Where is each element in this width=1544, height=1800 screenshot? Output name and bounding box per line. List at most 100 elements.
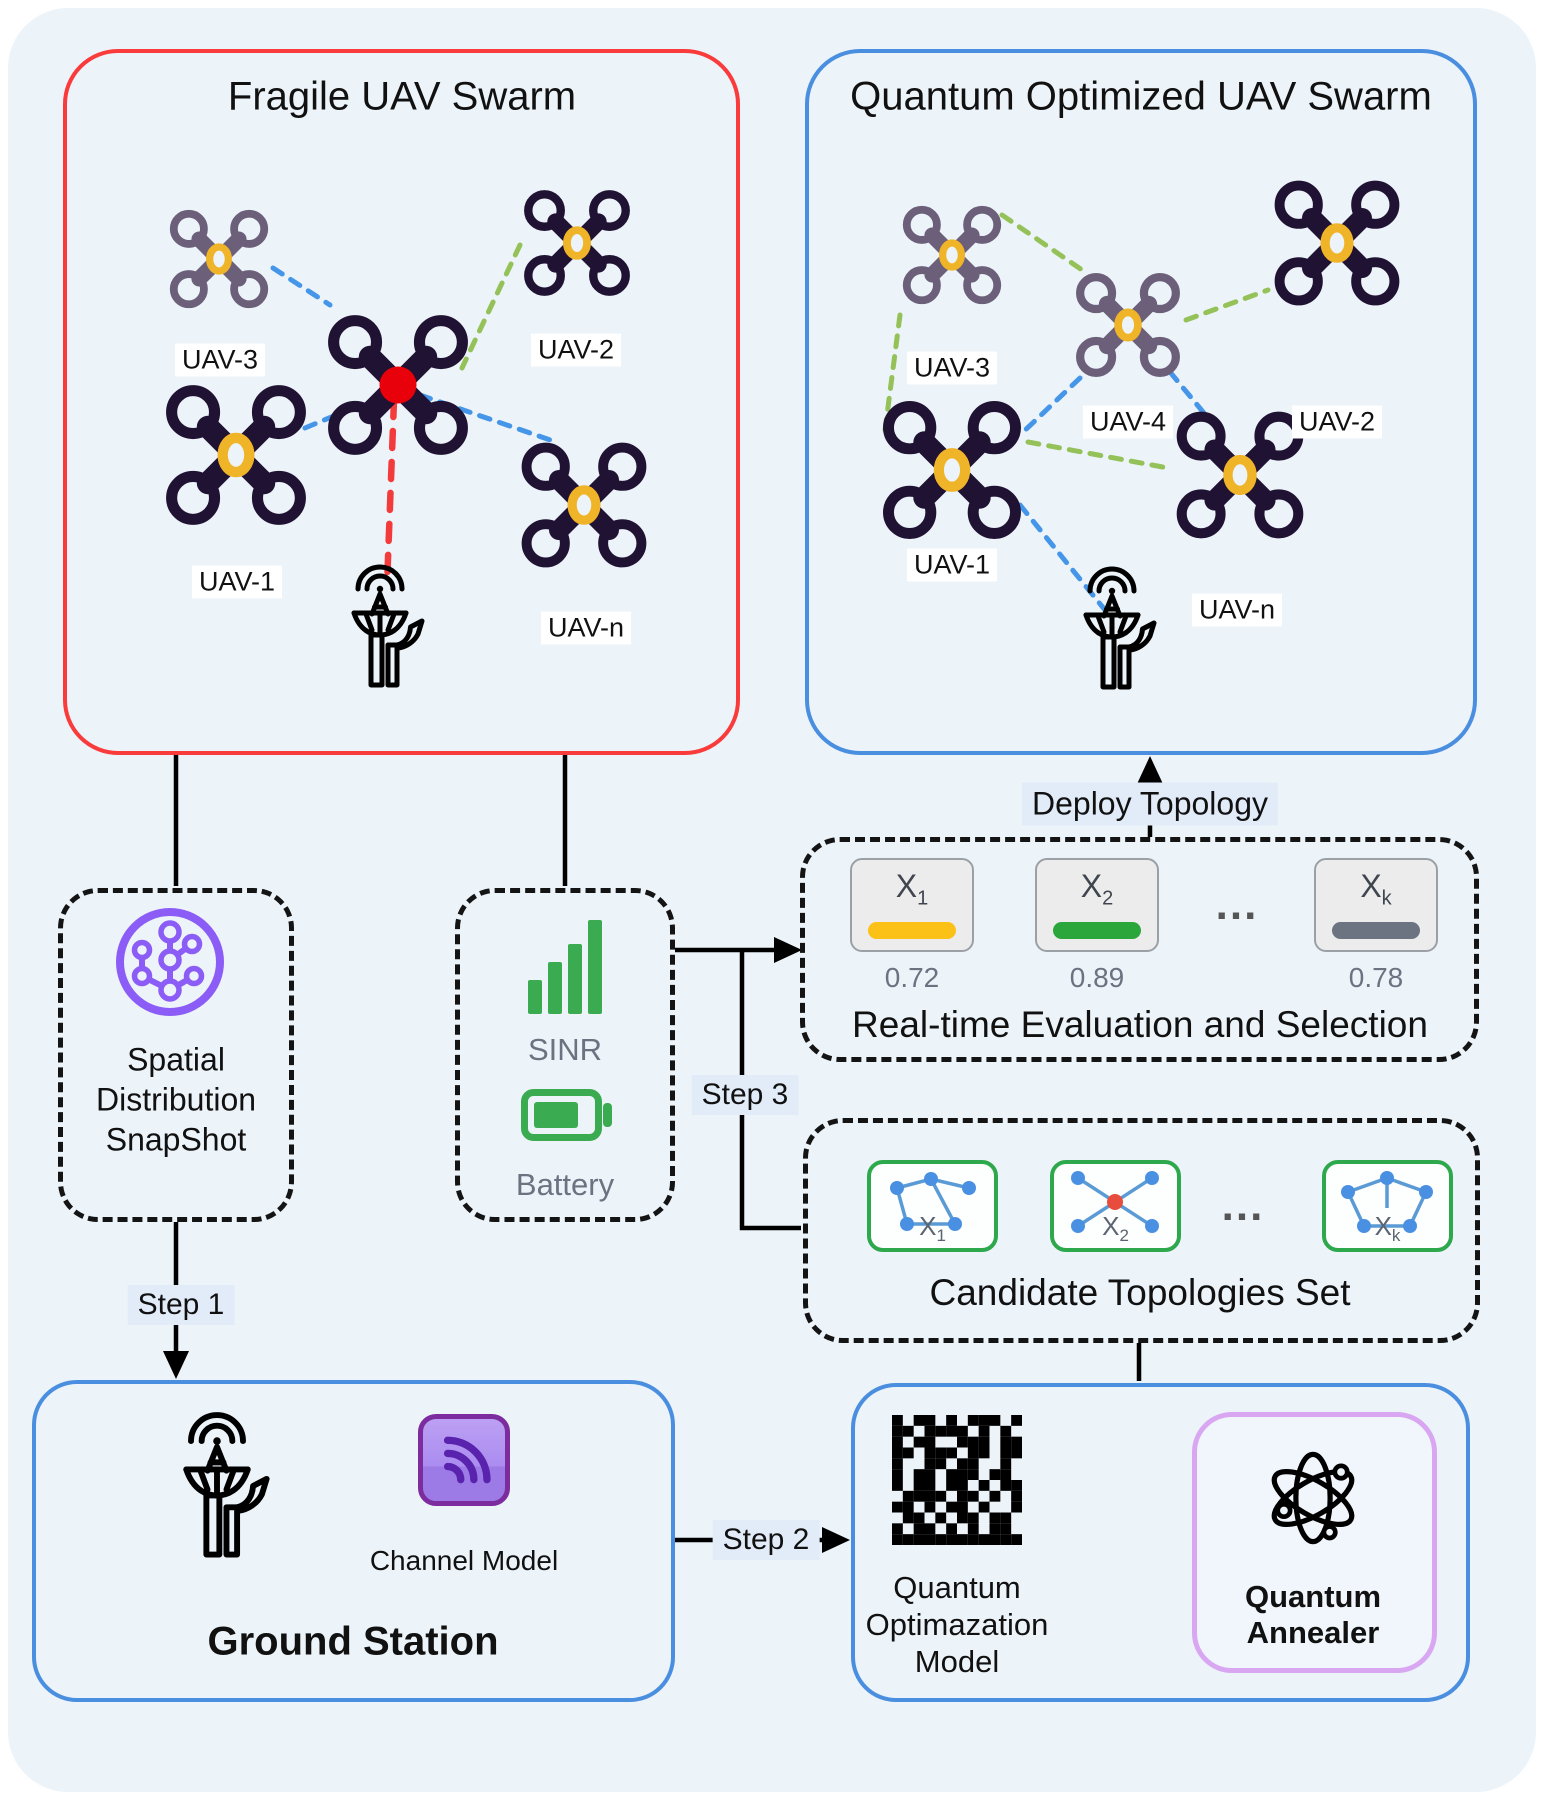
link-uav1-center: [302, 407, 351, 431]
x1-value: 0.72: [884, 962, 940, 993]
uav-3-label: UAV-3: [174, 343, 266, 377]
x1-score-bar: [868, 922, 956, 939]
annealer-line-1: Quantum: [1244, 1579, 1382, 1614]
opt-uav-1-icon: [879, 397, 1025, 543]
ground-station-box: [32, 1380, 675, 1702]
topology-graph-x1: [890, 1172, 976, 1231]
evaluation-ellipsis: ...: [1215, 880, 1259, 929]
spatial-line-2: Distribution: [95, 1081, 257, 1118]
link-uav1-uavn: [1025, 439, 1171, 471]
cand-x2-sub: 2: [1119, 1226, 1129, 1245]
step2-label: Step 2: [712, 1520, 820, 1560]
opt-uav-n-icon: [1173, 408, 1307, 542]
cand-xk-label: X: [1374, 1210, 1392, 1241]
sinr-battery-box: [455, 888, 675, 1222]
evaluation-card-x1: X1: [850, 858, 974, 952]
spatial-line-1: Spatial: [127, 1041, 225, 1078]
sinr-label: SINR: [527, 1032, 603, 1067]
link-uav4-uav2: [1183, 287, 1271, 323]
link-uav4-uav1: [1017, 375, 1083, 438]
battery-icon: [521, 1089, 612, 1141]
evaluation-card-x2: X2: [1035, 858, 1159, 952]
evaluation-card-xk: Xk: [1314, 858, 1438, 952]
x2-score-bar: [1053, 922, 1141, 939]
candidates-title: Candidate Topologies Set: [929, 1272, 1351, 1313]
evaluation-box: [800, 837, 1479, 1062]
opt-uav-4-label: UAV-4: [1082, 405, 1174, 439]
qubo-matrix-icon: [892, 1415, 1022, 1545]
optimized-swarm-box: [805, 49, 1477, 755]
fragile-swarm-box: [63, 49, 740, 755]
uav-n-icon: [518, 439, 650, 571]
arrowhead-step1: [163, 1351, 189, 1379]
x2-label: X: [1080, 868, 1103, 904]
arrowhead-step2: [822, 1527, 850, 1553]
uav-2-label: UAV-2: [530, 333, 622, 367]
opt-ground-antenna-icon: [1062, 563, 1162, 695]
battery-label: Battery: [515, 1167, 615, 1202]
evaluation-title: Real-time Evaluation and Selection: [852, 1004, 1428, 1045]
ground-antenna-icon: [330, 561, 430, 693]
ground-station-antenna-icon: [150, 1408, 284, 1564]
link-uav3-uav4: [999, 212, 1088, 275]
x2-sub: 2: [1102, 887, 1114, 910]
x1-label: X: [895, 868, 918, 904]
candidates-box: [803, 1118, 1480, 1343]
ground-station-title: Ground Station: [207, 1619, 499, 1664]
xk-label: X: [1360, 868, 1382, 904]
uav-1-icon: [162, 381, 310, 529]
opt-uav-3-icon: [900, 203, 1004, 307]
signal-bars-icon: [528, 920, 602, 1014]
candidates-ellipsis: ...: [1221, 1181, 1265, 1230]
uav-1-label: UAV-1: [191, 565, 283, 599]
cand-xk-sub: k: [1391, 1226, 1401, 1245]
annealer-line-2: Annealer: [1246, 1615, 1380, 1650]
spatial-snapshot-box: [58, 888, 294, 1222]
opt-uav-3-label: UAV-3: [906, 351, 998, 385]
arrowhead-deploy: [1137, 756, 1163, 784]
opt-uav-2-icon: [1271, 177, 1403, 309]
opt-uav-1-label: UAV-1: [906, 548, 998, 582]
cand-x1-label: X: [919, 1210, 937, 1241]
x2-value: 0.89: [1069, 962, 1125, 993]
deploy-topology-label: Deploy Topology: [1021, 782, 1279, 826]
xk-score-bar: [1332, 922, 1420, 939]
candidate-card-x2: X2: [1050, 1160, 1181, 1252]
uav-2-icon: [521, 187, 633, 299]
arrowheads: [163, 756, 1163, 1553]
step1-label: Step 1: [127, 1285, 235, 1325]
xk-sub: k: [1381, 887, 1392, 910]
connector-step3-branch: [739, 950, 801, 1231]
topology-graph-x2: [1071, 1171, 1159, 1233]
link-center-groundstation-failed: [383, 396, 398, 589]
spatial-network-icon: [116, 908, 224, 1016]
uav-n-label: UAV-n: [540, 611, 632, 645]
candidate-card-xk: Xk: [1322, 1160, 1453, 1252]
x1-sub: 1: [917, 887, 929, 910]
channel-model-label: Channel Model: [369, 1545, 559, 1576]
optimized-swarm-title: Quantum Optimized UAV Swarm: [850, 74, 1432, 119]
spatial-line-3: SnapShot: [105, 1121, 247, 1158]
quantum-model-line-3: Model: [914, 1644, 1000, 1679]
step3-label: Step 3: [691, 1075, 799, 1115]
failed-topology-node: [1107, 1194, 1123, 1210]
opt-uav-2-label: UAV-2: [1291, 405, 1383, 439]
quantum-model-line-1: Quantum: [893, 1570, 1021, 1605]
uav-3-icon: [167, 207, 271, 311]
opt-uav-4-icon: [1073, 270, 1183, 380]
opt-uav-n-label: UAV-n: [1191, 593, 1283, 627]
quantum-model-line-2: Optimazation: [865, 1607, 1049, 1642]
channel-model-icon: [418, 1414, 510, 1506]
link-uav3-center: [270, 265, 333, 308]
arrowhead-step3: [774, 937, 802, 963]
candidate-card-x1: X1: [867, 1160, 998, 1252]
quantum-box: [851, 1383, 1470, 1702]
fragile-swarm-title: Fragile UAV Swarm: [227, 74, 577, 119]
failed-uav-icon: [324, 311, 472, 459]
xk-value: 0.78: [1348, 962, 1404, 993]
cand-x1-sub: 1: [936, 1226, 946, 1245]
atom-icon: [1271, 1451, 1355, 1545]
cand-x2-label: X: [1102, 1210, 1120, 1241]
link-uav2-center: [459, 242, 523, 371]
